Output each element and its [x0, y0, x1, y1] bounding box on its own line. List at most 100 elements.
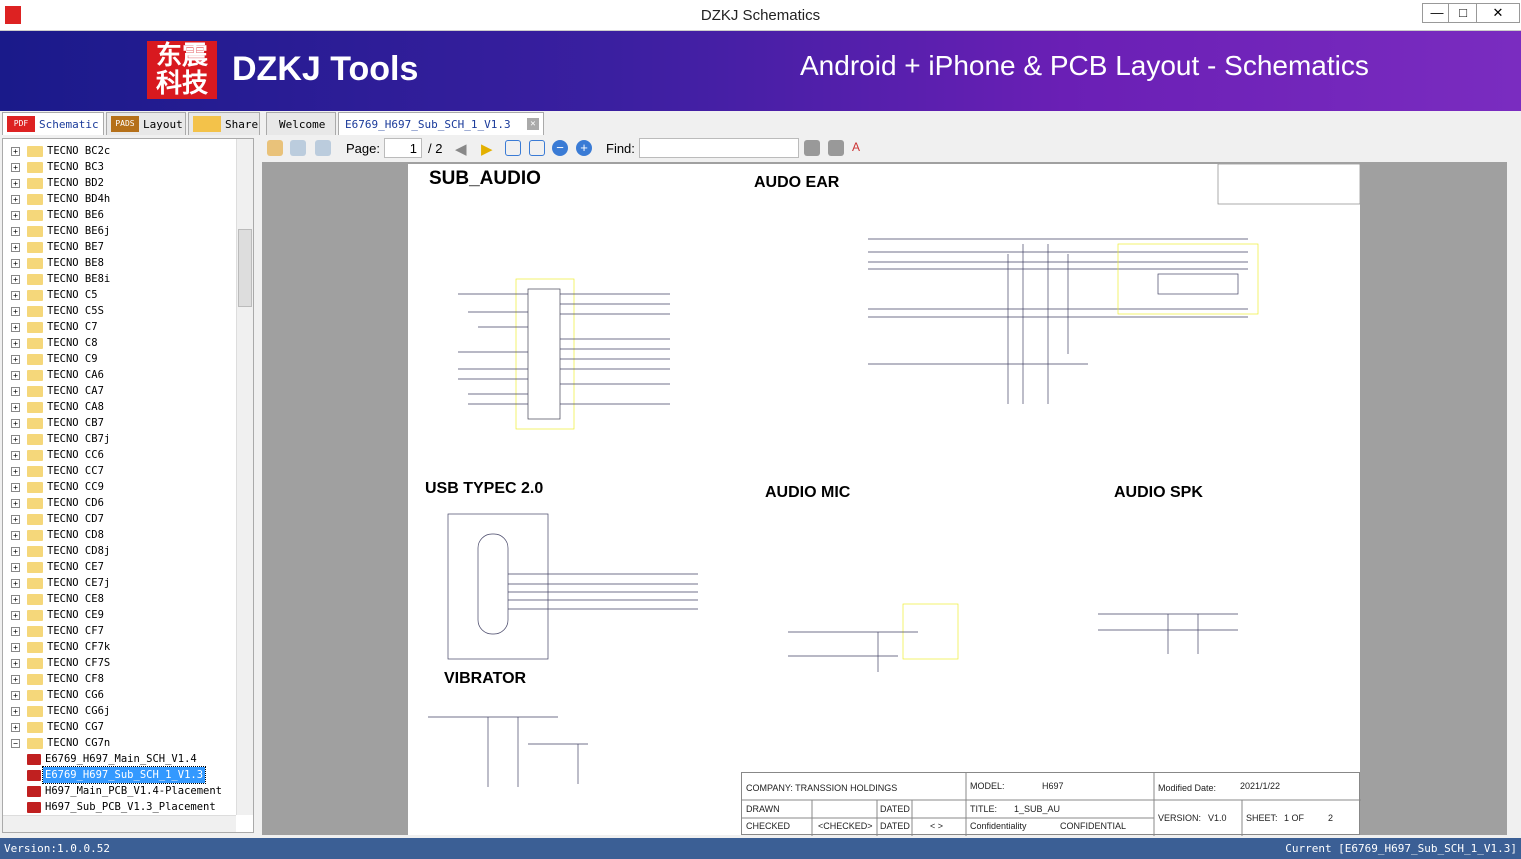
- viewer-vertical-scrollbar[interactable]: [1507, 162, 1521, 835]
- tree-folder[interactable]: +TECNO CA6: [3, 367, 235, 383]
- tree-folder[interactable]: +TECNO BE8: [3, 255, 235, 271]
- expand-icon[interactable]: +: [11, 643, 20, 652]
- tree-horizontal-scrollbar[interactable]: [3, 815, 236, 832]
- expand-icon[interactable]: +: [11, 163, 20, 172]
- find-input[interactable]: [639, 138, 799, 158]
- tree-folder[interactable]: +TECNO CD7: [3, 511, 235, 527]
- tree-vertical-scrollbar[interactable]: [236, 139, 253, 815]
- tab-share[interactable]: Share: [188, 112, 260, 135]
- next-page-icon[interactable]: ▶: [481, 141, 493, 158]
- expand-icon[interactable]: +: [11, 307, 20, 316]
- expand-icon[interactable]: +: [11, 387, 20, 396]
- tree-folder[interactable]: +TECNO BE6j: [3, 223, 235, 239]
- tree-folder[interactable]: +TECNO BC2c: [3, 143, 235, 159]
- open-icon[interactable]: [267, 140, 283, 156]
- document-viewer[interactable]: SUB_AUDIO AUDO EAR USB TYPEC 2.0 AUDIO M…: [262, 162, 1507, 836]
- expand-icon[interactable]: +: [11, 291, 20, 300]
- tree-folder[interactable]: +TECNO BE7: [3, 239, 235, 255]
- expand-icon[interactable]: +: [11, 339, 20, 348]
- expand-icon[interactable]: +: [11, 451, 20, 460]
- tree-folder[interactable]: +TECNO CA8: [3, 399, 235, 415]
- expand-icon[interactable]: +: [11, 419, 20, 428]
- tree-folder[interactable]: +TECNO BD2: [3, 175, 235, 191]
- tree-folder[interactable]: +TECNO CE7: [3, 559, 235, 575]
- tree-file[interactable]: E6769_H697_Sub_SCH_1_V1.3: [3, 766, 235, 784]
- expand-icon[interactable]: +: [11, 595, 20, 604]
- expand-icon[interactable]: +: [11, 691, 20, 700]
- close-button[interactable]: ✕: [1476, 3, 1520, 23]
- tree-folder[interactable]: +TECNO CB7j: [3, 431, 235, 447]
- expand-icon[interactable]: +: [11, 563, 20, 572]
- tree-folder[interactable]: +TECNO CE9: [3, 607, 235, 623]
- expand-icon[interactable]: +: [11, 211, 20, 220]
- tab-welcome[interactable]: Welcome: [266, 112, 336, 135]
- tree-folder[interactable]: +TECNO C8: [3, 335, 235, 351]
- tree-folder[interactable]: +TECNO CG6: [3, 687, 235, 703]
- expand-icon[interactable]: +: [11, 659, 20, 668]
- tree-folder[interactable]: +TECNO CF7: [3, 623, 235, 639]
- tree-folder[interactable]: +TECNO CB7: [3, 415, 235, 431]
- tree-file[interactable]: H697_Main_PCB_V1.4-Placement: [3, 783, 235, 799]
- expand-icon[interactable]: +: [11, 467, 20, 476]
- expand-icon[interactable]: +: [11, 675, 20, 684]
- collapse-icon[interactable]: −: [11, 739, 20, 748]
- tree-folder[interactable]: +TECNO CC9: [3, 479, 235, 495]
- expand-icon[interactable]: +: [11, 723, 20, 732]
- expand-icon[interactable]: +: [11, 259, 20, 268]
- tree-folder[interactable]: +TECNO C9: [3, 351, 235, 367]
- close-tab-icon[interactable]: ✕: [527, 118, 539, 130]
- highlight-icon[interactable]: A: [852, 140, 861, 154]
- maximize-button[interactable]: □: [1448, 3, 1478, 23]
- expand-icon[interactable]: +: [11, 275, 20, 284]
- tree-folder[interactable]: +TECNO CC6: [3, 447, 235, 463]
- tree-folder[interactable]: +TECNO C7: [3, 319, 235, 335]
- tree-folder[interactable]: +TECNO C5: [3, 287, 235, 303]
- tree-folder[interactable]: +TECNO CG7: [3, 719, 235, 735]
- prev-page-icon[interactable]: ◀: [455, 141, 467, 158]
- expand-icon[interactable]: +: [11, 147, 20, 156]
- minimize-button[interactable]: —: [1422, 3, 1452, 23]
- expand-icon[interactable]: +: [11, 579, 20, 588]
- expand-icon[interactable]: +: [11, 227, 20, 236]
- expand-icon[interactable]: +: [11, 515, 20, 524]
- zoom-out-icon[interactable]: −: [552, 140, 568, 156]
- tree-folder[interactable]: +TECNO CF7k: [3, 639, 235, 655]
- expand-icon[interactable]: +: [11, 483, 20, 492]
- tree-file[interactable]: H697_Sub_PCB_V1.3_Placement: [3, 799, 235, 815]
- expand-icon[interactable]: +: [11, 195, 20, 204]
- expand-icon[interactable]: +: [11, 179, 20, 188]
- expand-icon[interactable]: +: [11, 707, 20, 716]
- tree-folder[interactable]: +TECNO CC7: [3, 463, 235, 479]
- tree-file[interactable]: E6769_H697_Main_SCH_V1.4: [3, 751, 235, 767]
- tree-folder[interactable]: +TECNO CG6j: [3, 703, 235, 719]
- zoom-in-icon[interactable]: +: [576, 140, 592, 156]
- expand-icon[interactable]: +: [11, 403, 20, 412]
- tab-document[interactable]: E6769_H697_Sub_SCH_1_V1.3✕: [338, 112, 544, 135]
- copy-icon[interactable]: [290, 140, 306, 156]
- fit-width-icon[interactable]: [505, 140, 521, 156]
- expand-icon[interactable]: +: [11, 243, 20, 252]
- tree-folder[interactable]: +TECNO BE8i: [3, 271, 235, 287]
- tree-folder[interactable]: +TECNO CE8: [3, 591, 235, 607]
- tree-folder[interactable]: −TECNO CG7n: [3, 735, 235, 751]
- find-previous-icon[interactable]: [804, 140, 820, 156]
- tree-folder[interactable]: +TECNO CD8: [3, 527, 235, 543]
- expand-icon[interactable]: +: [11, 355, 20, 364]
- tree-folder[interactable]: +TECNO C5S: [3, 303, 235, 319]
- page-input[interactable]: [384, 138, 422, 158]
- expand-icon[interactable]: +: [11, 627, 20, 636]
- tree-folder[interactable]: +TECNO BD4h: [3, 191, 235, 207]
- tree-folder[interactable]: +TECNO BE6: [3, 207, 235, 223]
- find-next-icon[interactable]: [828, 140, 844, 156]
- tree-folder[interactable]: +TECNO CF7S: [3, 655, 235, 671]
- expand-icon[interactable]: +: [11, 435, 20, 444]
- tree-folder[interactable]: +TECNO CA7: [3, 383, 235, 399]
- scroll-thumb[interactable]: [238, 229, 252, 307]
- tree-folder[interactable]: +TECNO CF8: [3, 671, 235, 687]
- expand-icon[interactable]: +: [11, 499, 20, 508]
- expand-icon[interactable]: +: [11, 371, 20, 380]
- fit-page-icon[interactable]: [529, 140, 545, 156]
- tree-folder[interactable]: +TECNO CD8j: [3, 543, 235, 559]
- expand-icon[interactable]: +: [11, 611, 20, 620]
